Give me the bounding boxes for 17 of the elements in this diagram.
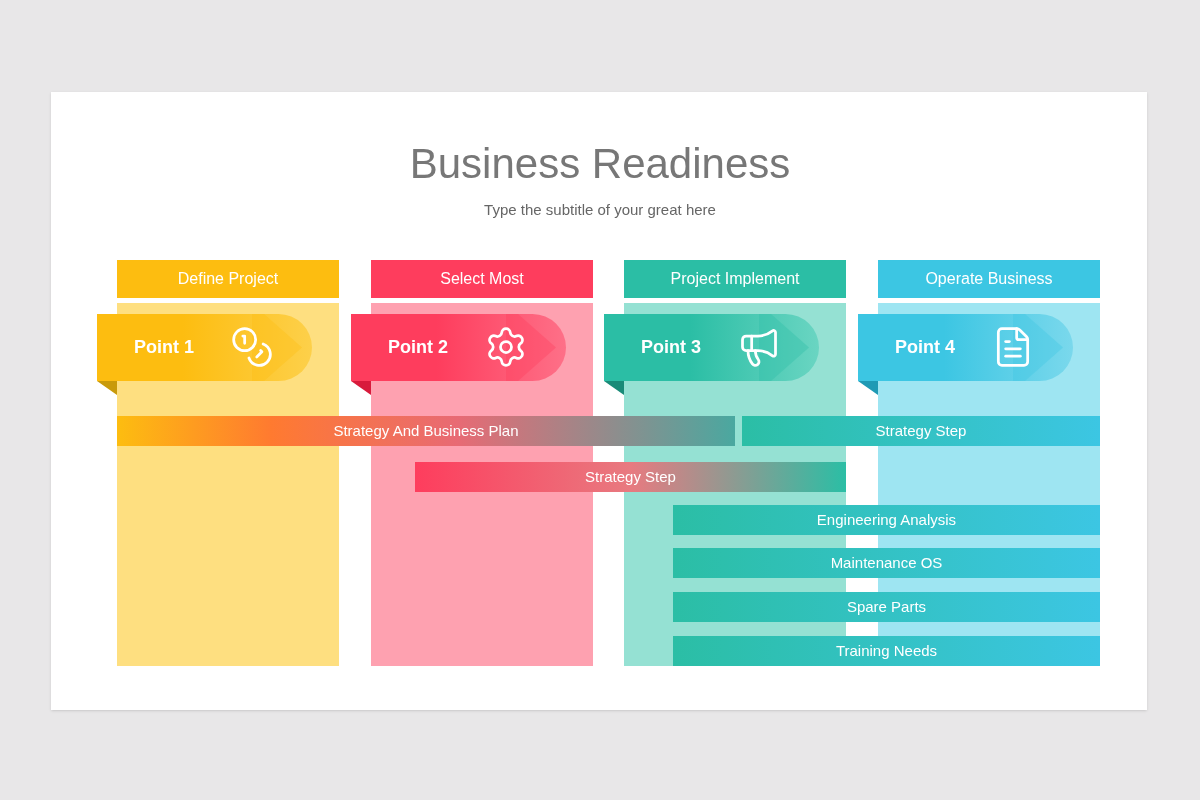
point-banner: Point 4 (858, 314, 1073, 381)
column-header: Operate Business (878, 260, 1100, 298)
timeline-bar: Engineering Analysis (673, 505, 1100, 535)
timeline-bar: Spare Parts (673, 592, 1100, 622)
column-header: Define Project (117, 260, 339, 298)
point-banner: Point 3 (604, 314, 819, 381)
timeline-bar: Strategy And Business Plan (117, 416, 735, 446)
subtitle: Type the subtitle of your great here (483, 200, 717, 220)
column-header: Project Implement (624, 260, 846, 298)
timeline-bar: Strategy Step (742, 416, 1100, 446)
point-banner: Point 2 (351, 314, 566, 381)
timeline-bar: Training Needs (673, 636, 1100, 666)
column-header: Select Most (371, 260, 593, 298)
point-banner: Point 1 (97, 314, 312, 381)
title: Business Readiness (408, 140, 792, 188)
timeline-bar: Strategy Step (415, 462, 846, 492)
timeline-bar: Maintenance OS (673, 548, 1100, 578)
